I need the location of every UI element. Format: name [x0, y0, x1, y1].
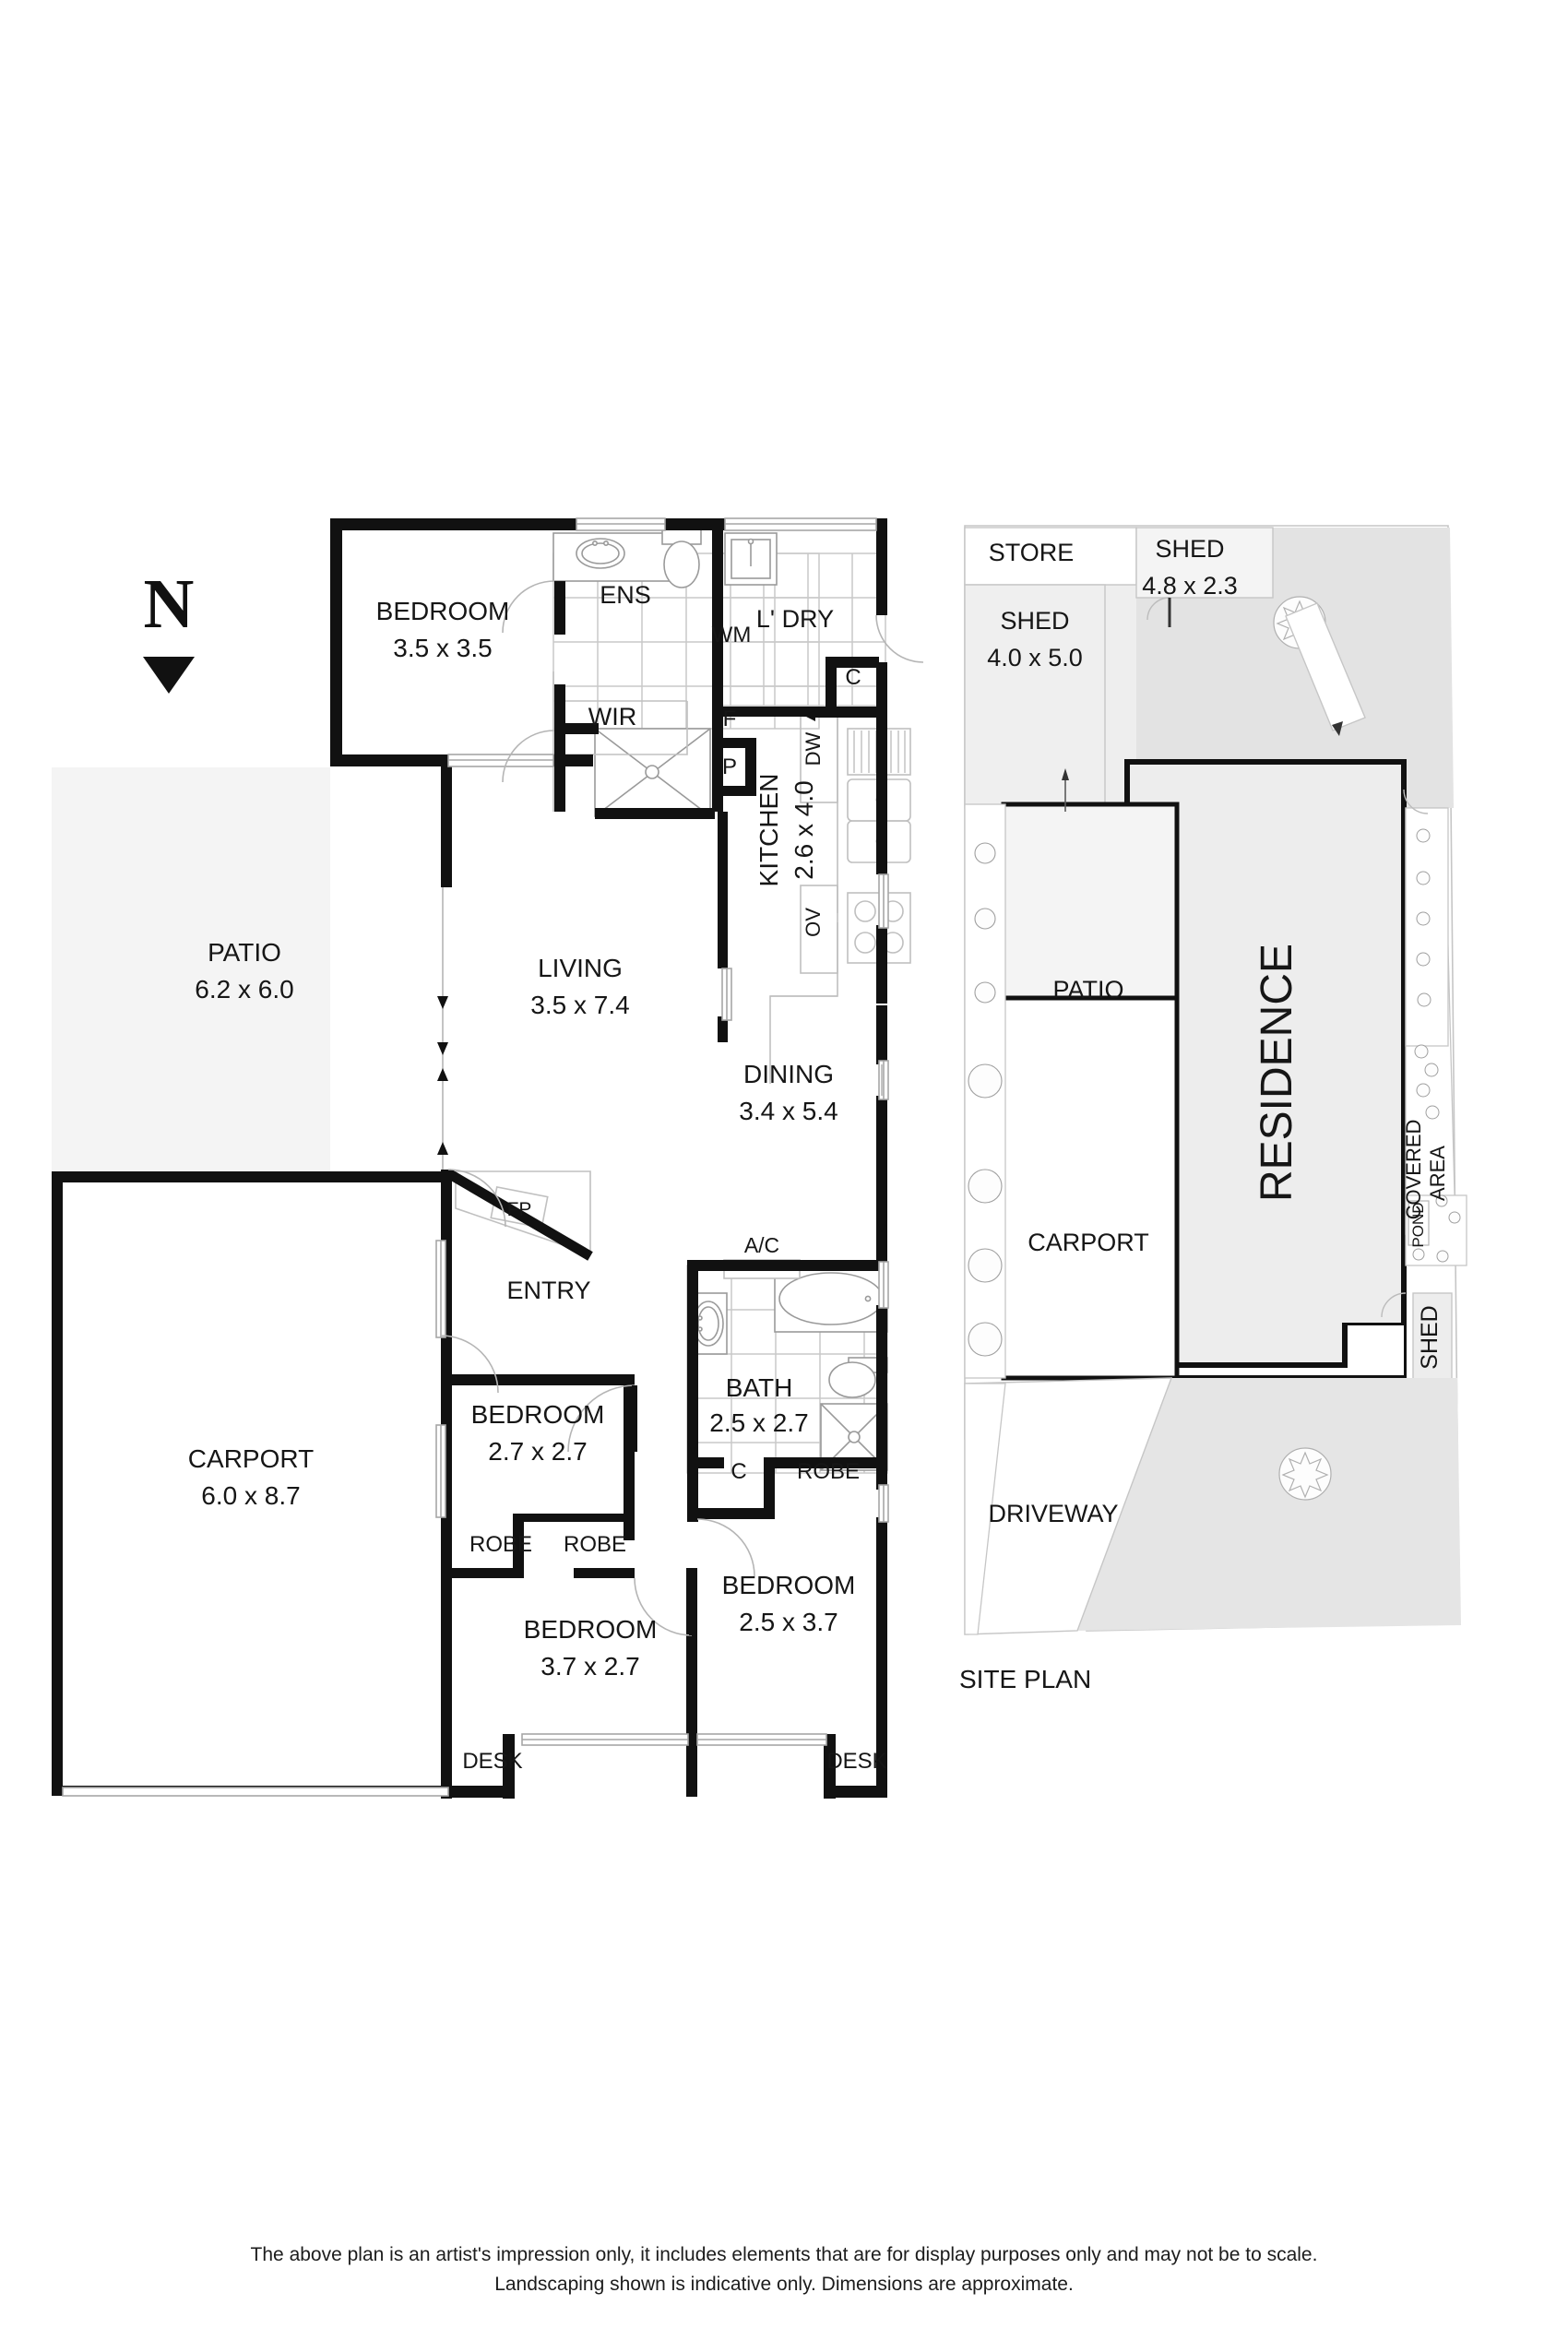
label-site-patio: PATIO: [1052, 976, 1123, 1004]
driveway-verge: [964, 1383, 1006, 1635]
label-covered-area-2: AREA: [1426, 1146, 1449, 1201]
floorplan-labels: BEDROOM 3.5 x 3.5 ENS L' DRY WIR PATIO 6…: [188, 581, 887, 1774]
siteplan-arrow: [1062, 768, 1069, 812]
label-desk-right: DESK: [826, 1749, 886, 1774]
covered-planter: [1405, 807, 1449, 1047]
siteplan-labels: STORE SHED 4.0 x 5.0 SHED 4.8 x 2.3 PATI…: [987, 535, 1449, 1527]
laundry-trough-icon: [724, 532, 778, 586]
shed-4x5-rect: [964, 584, 1106, 809]
label-site-store: STORE: [989, 539, 1075, 566]
label-bedroom-4-dims: 2.5 x 3.7: [739, 1608, 837, 1636]
label-washing-machine: WM: [712, 623, 752, 647]
label-oven: OV: [802, 908, 825, 937]
site-patio-rect: [1001, 802, 1180, 1001]
label-bedroom-4: BEDROOM: [722, 1571, 856, 1599]
label-wir: WIR: [588, 703, 636, 731]
label-site-shed-4x5: SHED: [1000, 607, 1069, 635]
floorplan-fills: [52, 524, 887, 1797]
label-laundry: L' DRY: [756, 605, 834, 633]
fireplace-wall: [445, 1169, 593, 1261]
label-site-shed-48x23: SHED: [1155, 535, 1224, 563]
rear-shed-door-arc: [1146, 597, 1170, 621]
shrub-icons-left: [968, 842, 1003, 1357]
label-bedroom-master-dims: 3.5 x 3.5: [393, 634, 492, 662]
label-bedroom-master: BEDROOM: [376, 597, 510, 625]
disclaimer: The above plan is an artist's impression…: [0, 2240, 1568, 2300]
door-swings: [440, 580, 924, 1636]
label-bedroom-3-dims: 3.7 x 2.7: [540, 1652, 639, 1681]
label-pantry: P: [722, 754, 737, 779]
label-pond: POND: [1409, 1202, 1427, 1247]
north-compass: N: [143, 565, 195, 694]
shed-48x23-rect: [1135, 527, 1274, 599]
label-bath-dims: 2.5 x 2.7: [709, 1408, 808, 1437]
label-fridge: F: [723, 707, 737, 731]
label-covered-area-1: COVERED: [1402, 1120, 1425, 1220]
oven-outline: [800, 885, 838, 974]
residence-door-arc: [1403, 789, 1429, 814]
label-ens-cupboard: C: [845, 665, 861, 690]
label-patio-dims: 6.2 x 6.0: [195, 975, 293, 1004]
shrub-icons-right: [1414, 828, 1440, 1120]
store-rect: [964, 527, 1137, 586]
rear-path-arrow: [1332, 721, 1343, 736]
label-site-shed-4x5-dims: 4.0 x 5.0: [987, 644, 1083, 671]
rear-path: [1285, 602, 1366, 731]
label-dining: DINING: [743, 1060, 834, 1088]
ensuite-shower-icon: [594, 728, 711, 817]
label-robe-bed4: ROBE: [797, 1459, 860, 1484]
label-site-residence: RESIDENCE: [1253, 944, 1301, 1202]
label-bedroom-2-dims: 2.7 x 2.7: [488, 1437, 587, 1466]
label-site-shed: SHED: [1417, 1305, 1443, 1369]
site-plan-caption: SITE PLAN: [959, 1665, 1091, 1693]
label-bedroom-2: BEDROOM: [471, 1400, 605, 1429]
site-shed-rect: [1412, 1292, 1453, 1381]
label-bedroom-3: BEDROOM: [524, 1615, 658, 1644]
label-bath-cupboard: C: [731, 1459, 746, 1484]
pond-label-box: [1408, 1200, 1430, 1246]
label-ensuite: ENS: [600, 581, 651, 609]
compass-arrow-icon: [143, 657, 195, 694]
ensuite-toilet-icon: [661, 529, 702, 588]
label-living-dims: 3.5 x 7.4: [530, 991, 629, 1019]
door-leaves: [632, 1385, 695, 1635]
label-driveway: DRIVEWAY: [988, 1500, 1118, 1527]
label-dining-dims: 3.4 x 5.4: [739, 1097, 837, 1125]
label-robe-left: ROBE: [469, 1532, 532, 1557]
ensuite-vanity-icon: [552, 532, 674, 582]
label-site-shed-48x23-dims: 4.8 x 2.3: [1142, 572, 1238, 600]
laundry-tile-hatch: [719, 552, 886, 707]
label-bath: BATH: [726, 1373, 793, 1402]
site-carport-rect: [1001, 995, 1180, 1381]
label-entry: ENTRY: [506, 1277, 590, 1304]
label-aircon: A/C: [744, 1233, 779, 1257]
label-kitchen: KITCHEN: [754, 774, 783, 887]
disclaimer-line-2: Landscaping shown is indicative only. Di…: [494, 2274, 1074, 2296]
compass-letter: N: [144, 565, 195, 643]
label-desk-left: DESK: [462, 1749, 522, 1774]
tree-icon-front: [1278, 1447, 1332, 1501]
front-lawn-fill: [1077, 1378, 1461, 1631]
label-patio: PATIO: [208, 938, 281, 967]
label-dishwasher: DW: [802, 731, 825, 766]
label-living: LIVING: [538, 954, 623, 982]
label-fireplace: FP: [507, 1199, 532, 1220]
label-carport: CARPORT: [188, 1444, 314, 1473]
siteplan-drawing: [964, 525, 1467, 1635]
site-shed-door-arc: [1381, 1292, 1407, 1318]
kitchen-drainer-icon: [853, 731, 906, 773]
label-robe-right: ROBE: [564, 1532, 626, 1557]
pond-shrubs: [1412, 1194, 1461, 1263]
disclaimer-line-1: The above plan is an artist's impression…: [250, 2243, 1318, 2265]
dimension-arrows: [437, 710, 887, 1454]
label-carport-dims: 6.0 x 8.7: [201, 1481, 300, 1510]
windows: [62, 517, 889, 1797]
label-kitchen-dims: 2.6 x 4.0: [790, 780, 818, 879]
label-site-carport: CARPORT: [1028, 1229, 1149, 1256]
